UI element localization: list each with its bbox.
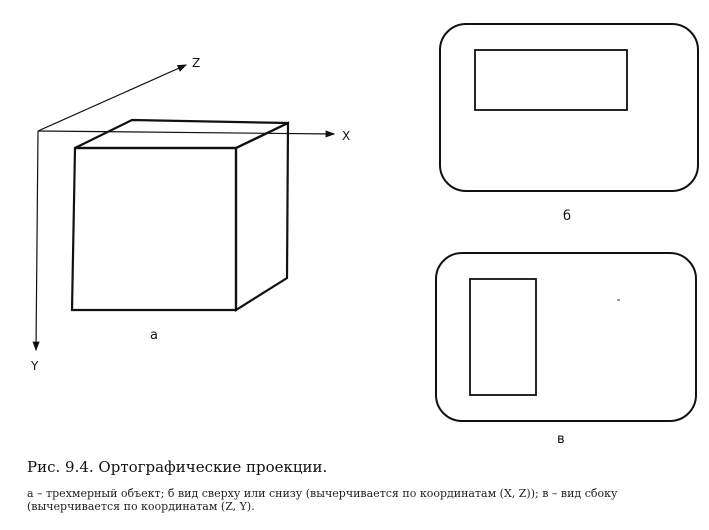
cube-object: [70, 118, 290, 312]
cube-front-face: [70, 146, 238, 312]
z-axis-label: Z: [192, 56, 200, 70]
panel-label-v: в: [557, 432, 565, 447]
cube-top-face: [74, 118, 289, 150]
top-view-panel: [439, 23, 699, 192]
y-axis-label: Y: [30, 359, 39, 373]
top-view-rectangle: [474, 49, 628, 111]
x-axis: [37, 130, 336, 138]
x-axis-label: X: [342, 129, 350, 143]
side-view-rectangle: [469, 278, 537, 396]
figure-caption-title: Рис. 9.4. Ортографические проекции.: [27, 458, 328, 476]
panel-label-a: а: [150, 328, 158, 343]
y-axis: [32, 130, 40, 352]
panel-label-b: б: [563, 209, 571, 224]
z-axis: [37, 64, 188, 132]
cube-side-face: [234, 121, 290, 312]
figure-caption-text: а – трехмерный объект; б вид сверху или …: [27, 487, 618, 513]
side-view-frame: [435, 252, 697, 422]
top-view-frame: [439, 23, 699, 192]
side-view-panel: [435, 252, 697, 422]
